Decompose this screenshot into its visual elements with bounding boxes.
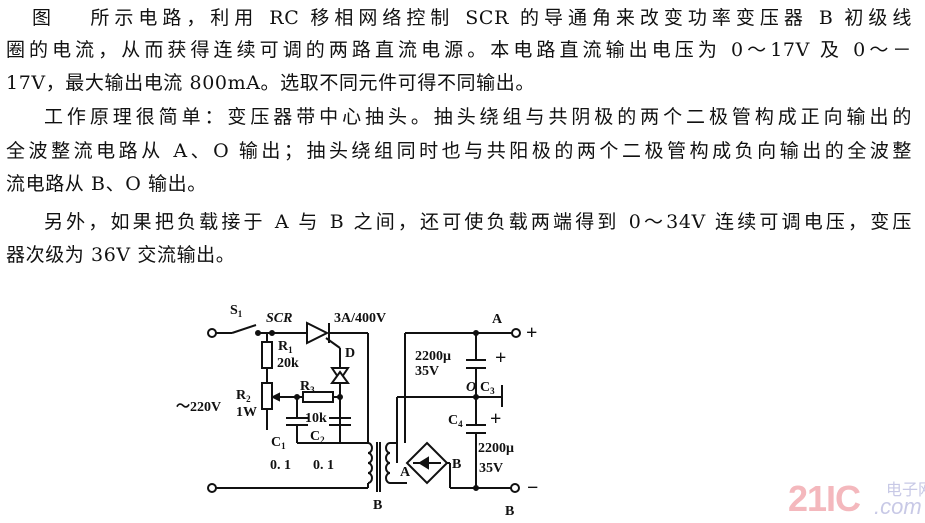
minus-sign-b: − <box>527 477 538 499</box>
paragraph-2-line-1: 工作原理很简单：变压器带中心抽头。抽头绕组与共阴极的两个二极管构成正向输出的 <box>44 106 912 128</box>
label-bridge-b: B <box>452 457 461 472</box>
paragraph-1-line-2: 圈的电流，从而获得连续可调的两路直流电源。本电路直流输出电压为 0～17V 及 … <box>6 39 912 61</box>
paragraph-2-line-3: 流电路从 B、O 输出。 <box>6 173 207 195</box>
watermark-domain: .com <box>874 494 922 519</box>
plus-sign-c4: + <box>490 408 501 430</box>
label-scr-rating: 3A/400V <box>334 311 386 326</box>
potentiometer-r2[interactable] <box>261 382 273 410</box>
terminal-bottom-left <box>207 483 217 493</box>
figure-ref: 图 <box>32 7 56 29</box>
paragraph-2-line-2: 全波整流电路从 A、O 输出；抽头绕组同时也与共阳极的两个二极管构成负向输出的全… <box>6 140 912 162</box>
scr-symbol <box>306 321 368 349</box>
paragraph-1-line-1: 图 所示电路，利用 RC 移相网络控制 SCR 的导通角来改变功率变压器 B 初级… <box>32 6 912 30</box>
terminal-a-positive <box>511 328 521 338</box>
label-ac-input: ～220V <box>176 400 221 415</box>
watermark-cn: 电子网 <box>886 482 925 499</box>
label-c2: C2 <box>310 429 325 445</box>
label-c2-value: 0. 1 <box>313 458 334 473</box>
label-r2-value: 1W <box>236 405 257 420</box>
label-c4-value: 2200μ <box>478 441 514 456</box>
paragraph-3-line-1: 另外，如果把负载接于 A 与 B 之间，还可使负载两端得到 0～34V 连续可调… <box>44 211 912 233</box>
plus-sign-c3: + <box>495 347 506 369</box>
label-transformer: B <box>373 498 382 513</box>
watermark-brand: 21IC <box>788 478 861 519</box>
label-scr: SCR <box>266 311 292 326</box>
text: 所示电路，利用 RC 移相网络控制 SCR 的导通角来改变功率变压器 B 初级线 <box>86 7 913 29</box>
label-c4-voltage: 35V <box>479 461 503 476</box>
terminal-b-negative <box>510 483 520 493</box>
label-c3-voltage: 35V <box>415 364 439 379</box>
paragraph-3-line-2: 器次级为 36V 交流输出。 <box>6 244 236 266</box>
label-out-b: B <box>505 504 514 519</box>
terminal-top-left <box>207 328 217 338</box>
label-c4: C4 <box>448 413 463 429</box>
transformer-primary <box>367 442 373 484</box>
diac-d <box>330 367 350 384</box>
resistor-r1 <box>261 341 273 369</box>
label-r3: R3 <box>300 379 315 395</box>
paragraph-1-line-3: 17V，最大输出电流 800mA。选取不同元件可得不同输出。 <box>6 72 535 94</box>
plus-sign-a: + <box>526 322 537 344</box>
transformer-secondary <box>385 442 391 484</box>
label-c3-value: 2200μ <box>415 349 451 364</box>
label-node-o: O <box>466 380 476 395</box>
label-d: D <box>345 346 355 361</box>
label-s1: S1 <box>230 303 243 319</box>
label-r1-value: 20k <box>277 356 299 371</box>
label-c1: C1 <box>271 435 286 451</box>
label-bridge-a: A <box>400 465 411 480</box>
label-out-a: A <box>492 312 503 327</box>
label-c1-value: 0. 1 <box>270 458 291 473</box>
watermark-logo: 21IC 电子网 .com <box>788 478 925 520</box>
label-r3-value: 10k <box>305 411 327 426</box>
switch-s1 <box>231 324 257 334</box>
label-c3: C3 <box>480 380 495 396</box>
label-r1: R1 <box>278 339 293 355</box>
label-r2: R2 <box>236 388 251 404</box>
